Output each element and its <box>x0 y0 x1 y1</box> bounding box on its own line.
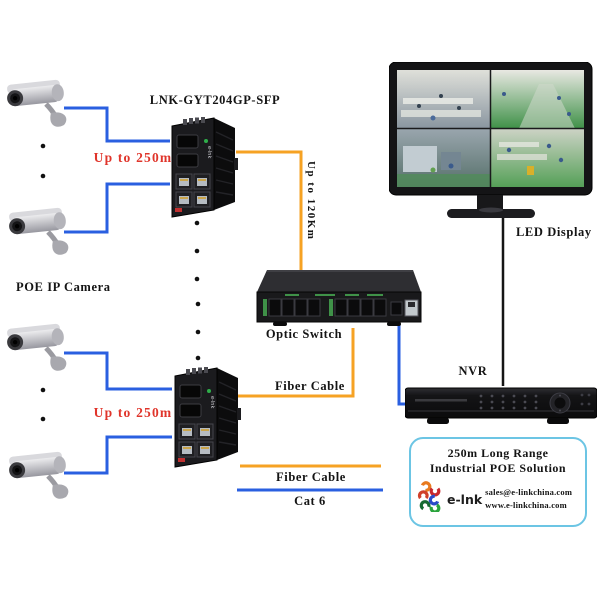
fiber-line-switch2-optic <box>232 328 355 398</box>
brand-name: e-lnk <box>447 491 483 507</box>
ip-camera-2 <box>8 202 78 258</box>
rj45-ports-icon <box>178 423 214 458</box>
info-title-line1: 250m Long Range <box>447 446 549 460</box>
sfp-port-group-1 <box>268 298 321 317</box>
nvr-device <box>404 384 598 430</box>
led-display-label: LED Display <box>516 225 592 239</box>
rj45-ports-icon <box>175 173 211 208</box>
contact-website: www.e-linkchina.com <box>485 500 567 510</box>
led-display-monitor <box>388 61 594 220</box>
fiber-distance-label: Up to 120Km <box>305 161 317 241</box>
terminal-block-icon <box>183 117 205 125</box>
nvr-led-icons <box>580 393 591 406</box>
svg-text:e-lnk: e-lnk <box>206 146 212 158</box>
optic-switch-label: Optic Switch <box>265 327 343 341</box>
solution-info-box: 250m Long Range Industrial POE Solution … <box>409 437 587 527</box>
industrial-poe-switch-2: e-lnk <box>165 360 245 468</box>
brand-dot-icon <box>207 389 211 393</box>
cat6-line-cam2-switch1 <box>64 182 170 234</box>
cat6-line-cam1-switch1 <box>64 106 170 143</box>
sfp-port-icon <box>179 403 202 418</box>
port-label-strip-icon <box>285 294 383 296</box>
legend-cat6-label: Cat 6 <box>294 494 326 508</box>
sfp-port-icon <box>176 153 199 168</box>
sfp-port-icon <box>179 384 202 399</box>
ellipsis-dots <box>40 143 201 422</box>
fiber-line-switch1-optic <box>236 150 303 270</box>
distance-label-2: Up to 250m <box>93 405 173 420</box>
ip-camera-4 <box>8 446 78 502</box>
elnk-logo-icon <box>417 481 444 517</box>
fiber-link-label: Fiber Cable <box>275 379 345 393</box>
cctv-quad-view <box>397 70 584 187</box>
switch-model-label: LNK-GYT204GP-SFP <box>149 93 281 107</box>
nvr-front-text-icon <box>415 399 467 402</box>
ip-camera-1 <box>6 74 76 130</box>
nvr-buttons-icon <box>479 394 538 410</box>
sfp-port-group-2 <box>334 298 387 317</box>
info-title-line2: Industrial POE Solution <box>429 460 567 475</box>
svg-text:e-lnk: e-lnk <box>209 396 215 408</box>
terminal-block-icon <box>186 367 208 375</box>
sfp-uplink-port-icon <box>390 301 403 316</box>
ip-camera-3 <box>6 318 76 374</box>
monitor-base <box>447 209 535 218</box>
nvr-label: NVR <box>458 364 488 378</box>
cat6-line-cam3-switch2 <box>64 351 172 391</box>
distance-label-1: Up to 250m <box>93 150 173 165</box>
optic-switch-device <box>255 268 423 328</box>
contact-email: sales@e-linkchina.com <box>485 487 573 497</box>
legend-fiber-label: Fiber Cable <box>276 470 346 484</box>
monitor-neck <box>477 195 503 209</box>
brand-dot-icon <box>204 139 208 143</box>
cat6-line-cam4-switch2 <box>64 435 172 475</box>
poe-ip-camera-label: POE IP Camera <box>16 280 111 294</box>
sfp-port-icon <box>176 134 199 149</box>
industrial-poe-switch-1: e-lnk <box>162 110 242 218</box>
